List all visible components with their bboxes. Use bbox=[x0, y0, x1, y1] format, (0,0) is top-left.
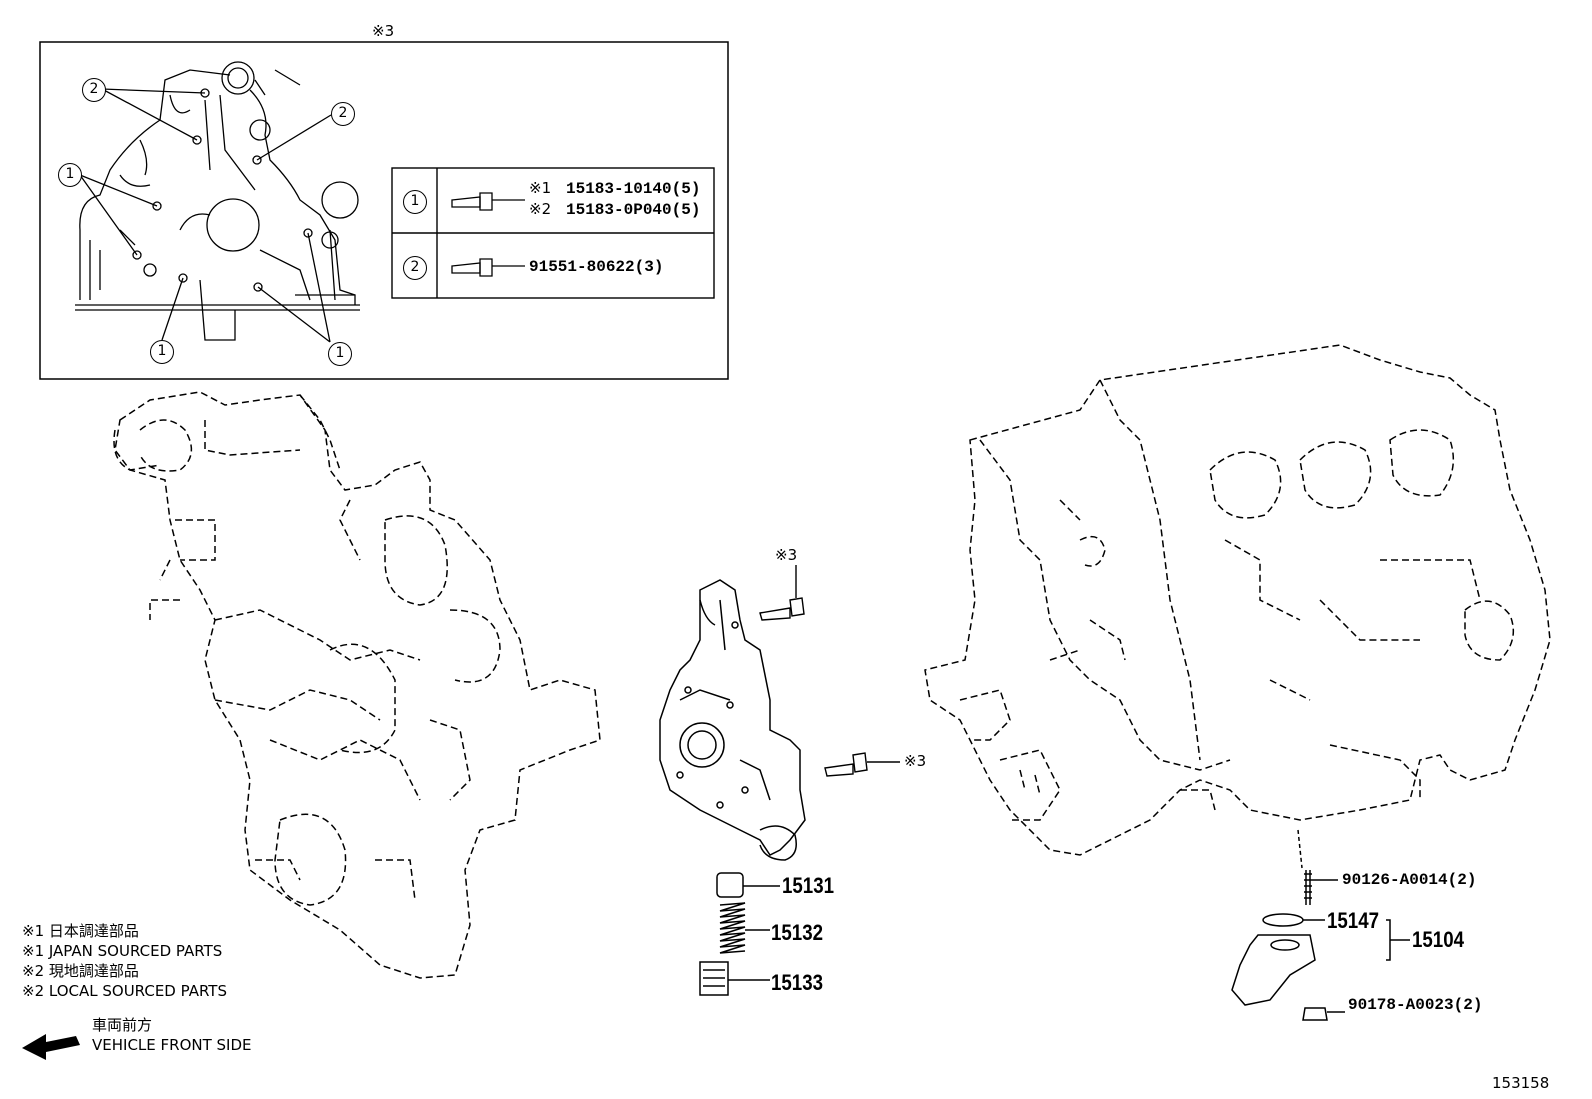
inset-leaders bbox=[79, 88, 332, 343]
relief-valve-parts bbox=[699, 872, 780, 996]
ref-mark-bolt-side: ※3 bbox=[904, 752, 927, 770]
table-row1-mark2: ※2 bbox=[529, 200, 552, 218]
part-15131: 15131 bbox=[782, 873, 835, 898]
part-stud: 90126-A0014(2) bbox=[1342, 871, 1477, 889]
part-15147: 15147 bbox=[1327, 908, 1380, 933]
front-label-en: VEHICLE FRONT SIDE bbox=[92, 1036, 252, 1054]
part-15133: 15133 bbox=[771, 970, 824, 995]
diagram-id: 153158 bbox=[1492, 1074, 1550, 1092]
part-15132: 15132 bbox=[771, 920, 824, 945]
front-arrow-icon bbox=[22, 1034, 80, 1060]
legend-line-3: ※2 現地調達部品 bbox=[22, 962, 139, 980]
inset-frame bbox=[39, 41, 729, 380]
part-nut: 90178-A0023(2) bbox=[1348, 996, 1483, 1014]
ref-mark-bolt-top: ※3 bbox=[775, 546, 798, 564]
bolt-table bbox=[391, 167, 715, 299]
oil-strainer-parts bbox=[1231, 829, 1410, 1021]
part-15104: 15104 bbox=[1412, 927, 1465, 952]
table-key-1: 1 bbox=[403, 190, 427, 214]
inset-callout-2b: 2 bbox=[331, 102, 355, 126]
table-row1-part2: 15183-0P040(5) bbox=[566, 201, 701, 219]
inset-callout-2a: 2 bbox=[82, 78, 106, 102]
inset-callout-1c: 1 bbox=[328, 342, 352, 366]
table-key-2: 2 bbox=[403, 256, 427, 280]
engine-block-outline bbox=[924, 344, 1551, 856]
inset-callout-1a: 1 bbox=[58, 163, 82, 187]
front-label-jp: 車両前方 bbox=[92, 1016, 153, 1034]
inset-engine-cover-sketch bbox=[75, 61, 360, 341]
inset-callout-1b: 1 bbox=[150, 340, 174, 364]
legend-line-4: ※2 LOCAL SOURCED PARTS bbox=[22, 982, 227, 1000]
table-row2-part: 91551-80622(3) bbox=[529, 258, 664, 276]
legend-line-2: ※1 JAPAN SOURCED PARTS bbox=[22, 942, 223, 960]
table-row1-mark1: ※1 bbox=[529, 179, 552, 197]
inset-ref-mark: ※3 bbox=[372, 22, 395, 40]
table-bolt-icons bbox=[451, 192, 525, 277]
oil-pump bbox=[659, 579, 806, 861]
pump-bolt-top bbox=[759, 565, 805, 621]
pump-bolt-side bbox=[824, 752, 900, 777]
legend-line-1: ※1 日本調達部品 bbox=[22, 922, 139, 940]
table-row1-part1: 15183-10140(5) bbox=[566, 180, 701, 198]
timing-cover-outline bbox=[113, 391, 601, 979]
